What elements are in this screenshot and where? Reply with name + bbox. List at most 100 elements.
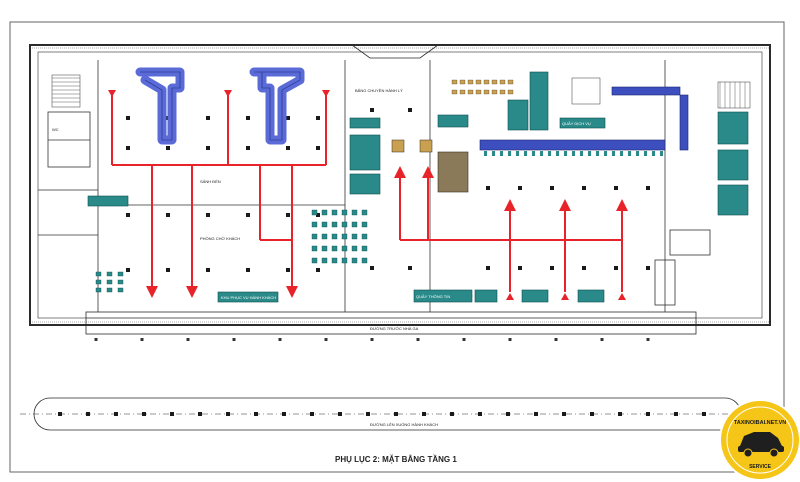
column (246, 146, 250, 150)
column (206, 116, 210, 120)
table (491, 79, 498, 85)
column (646, 186, 650, 190)
table (499, 79, 506, 85)
counter-desk (612, 151, 615, 156)
column (126, 146, 130, 150)
bollard (394, 412, 398, 416)
partition-walls (38, 60, 711, 312)
column (370, 266, 374, 270)
bollard (562, 412, 566, 416)
seat (117, 279, 124, 285)
seat (106, 279, 113, 285)
bollard (170, 412, 174, 416)
bollard (142, 412, 146, 416)
column (126, 268, 130, 272)
lobby-label: SẢNH ĐẾN (200, 179, 221, 184)
table (451, 79, 458, 85)
staircases (51, 74, 751, 109)
table (475, 79, 482, 85)
seat (95, 287, 102, 293)
seat (321, 257, 328, 264)
seat (311, 221, 318, 228)
table (459, 89, 466, 95)
seat (321, 209, 328, 216)
bollard (534, 412, 538, 416)
column (408, 266, 412, 270)
passenger-flow-arrows (111, 95, 628, 298)
restaurant-seating (451, 79, 514, 95)
counter-desk (492, 151, 495, 156)
bollard (86, 412, 90, 416)
column (408, 108, 412, 112)
car-icon (738, 432, 784, 458)
baggage-conveyor-left-outline (140, 71, 301, 141)
seat (117, 271, 124, 277)
counter-desk (524, 151, 527, 156)
column (646, 266, 650, 270)
bollard (674, 412, 678, 416)
bollard (282, 412, 286, 416)
seat (311, 245, 318, 252)
flow-origin-markers (108, 90, 626, 300)
column (582, 186, 586, 190)
bollard (310, 412, 314, 416)
column (166, 268, 170, 272)
seat (331, 245, 338, 252)
bollard (114, 412, 118, 416)
column (246, 268, 250, 272)
front-column (600, 338, 604, 341)
table (483, 79, 490, 85)
column (486, 186, 490, 190)
seat (117, 287, 124, 293)
bollard (702, 412, 706, 416)
column (126, 213, 130, 217)
seat (341, 245, 348, 252)
column (316, 213, 320, 217)
counter-desk (572, 151, 575, 156)
counter-desk (564, 151, 567, 156)
seating-area (95, 209, 368, 293)
front-column (278, 338, 282, 341)
road-lower-label: ĐƯỜNG LÊN XUỐNG HÀNH KHÁCH (370, 422, 438, 427)
seat (361, 233, 368, 240)
kiosk-a (391, 139, 405, 153)
column (206, 146, 210, 150)
seat (341, 209, 348, 216)
front-column (370, 338, 374, 341)
column (614, 186, 618, 190)
counter-desk (516, 151, 519, 156)
counter-desk (532, 151, 535, 156)
structural-columns (126, 108, 650, 272)
table (451, 89, 458, 95)
bollard (646, 412, 650, 416)
column (166, 146, 170, 150)
seat (351, 221, 358, 228)
column (246, 116, 250, 120)
table (491, 89, 498, 95)
counter-desk (500, 151, 503, 156)
seat (331, 209, 338, 216)
bollard (590, 412, 594, 416)
table (507, 79, 514, 85)
seat (331, 257, 338, 264)
seat (341, 221, 348, 228)
counter-desk (484, 151, 487, 156)
watermark-logo: TAXINOIBAI.NET.VN SERVICE (719, 399, 800, 481)
seat (95, 271, 102, 277)
bollard (506, 412, 510, 416)
counter-desk (596, 151, 599, 156)
column (316, 146, 320, 150)
column (550, 186, 554, 190)
drawing-caption: PHỤ LỤC 2: MẶT BẰNG TẦNG 1 (335, 454, 457, 464)
watermark-sub: SERVICE (749, 464, 772, 470)
table (483, 89, 490, 95)
bollard (58, 412, 62, 416)
front-column (554, 338, 558, 341)
seat (331, 221, 338, 228)
bollard (226, 412, 230, 416)
column (614, 266, 618, 270)
building-outline (29, 44, 771, 335)
column (518, 266, 522, 270)
bollard (366, 412, 370, 416)
column (316, 116, 320, 120)
